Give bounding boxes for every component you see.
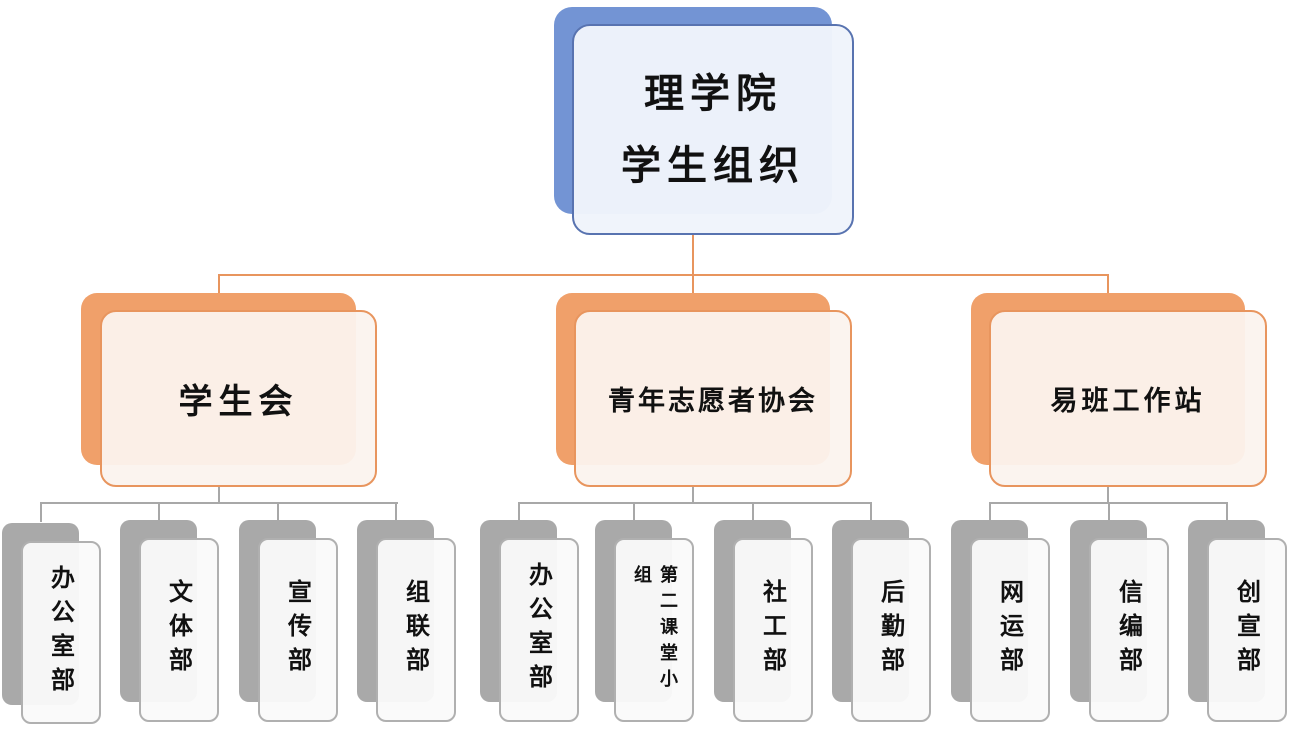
connector-dept-drop	[395, 502, 397, 522]
dept-node-card: 办公室部	[21, 541, 101, 724]
connector-dept-drop	[870, 502, 872, 522]
dept-name: 后勤部	[876, 579, 906, 681]
connector-org-2-horizontal	[518, 502, 872, 504]
connector-org-1-down	[218, 486, 220, 504]
connector-dept-drop	[1226, 502, 1228, 522]
dept-node-card: 文体部	[139, 538, 219, 722]
connector-org-2-up	[692, 274, 694, 296]
connector-dept-drop	[277, 502, 279, 522]
connector-dept-drop	[752, 502, 754, 522]
dept-node-card: 组联部	[376, 538, 456, 722]
dept-node-card: 宣传部	[258, 538, 338, 722]
root-title-line2: 学生组织	[621, 141, 805, 189]
org-node-card: 学生会	[100, 310, 377, 487]
root-node-card: 理学院 学生组织	[572, 24, 854, 235]
dept-node-card: 后勤部	[851, 538, 931, 722]
root-title-line1: 理学院	[644, 69, 782, 117]
connector-org-1-horizontal	[40, 502, 398, 504]
org-node-card: 易班工作站	[989, 310, 1267, 487]
dept-node-card: 创宣部	[1207, 538, 1287, 722]
dept-name: 信编部	[1114, 579, 1144, 681]
dept-name: 办公室部	[524, 562, 554, 698]
org-node-card: 青年志愿者协会	[574, 310, 852, 487]
connector-dept-drop	[40, 502, 42, 522]
dept-name: 办公室部	[46, 564, 76, 701]
dept-name: 宣传部	[283, 579, 313, 681]
connector-org-1-up	[218, 274, 220, 296]
org-name: 学生会	[178, 382, 299, 422]
connector-dept-drop	[989, 502, 991, 522]
org-name: 易班工作站	[1050, 386, 1206, 417]
dept-node-card: 社工部	[733, 538, 813, 722]
connector-dept-drop	[158, 502, 160, 522]
connector-root-horizontal	[218, 274, 1109, 276]
dept-name: 创宣部	[1232, 579, 1262, 681]
dept-node-card: 办公室部	[499, 538, 579, 722]
dept-name: 网运部	[995, 579, 1025, 681]
connector-dept-drop	[633, 502, 635, 522]
connector-org-3-up	[1107, 274, 1109, 296]
dept-name: 社工部	[758, 579, 788, 681]
dept-node-card: 网运部	[970, 538, 1050, 722]
connector-dept-drop	[1108, 502, 1110, 522]
dept-node-card: 信编部	[1089, 538, 1169, 722]
connector-dept-drop	[518, 502, 520, 522]
connector-org-3-down	[1107, 486, 1109, 504]
connector-root-down	[692, 234, 694, 276]
org-name: 青年志愿者协会	[608, 386, 818, 417]
connector-org-2-down	[692, 486, 694, 504]
dept-name: 组联部	[401, 579, 431, 681]
dept-name: 文体部	[164, 579, 194, 681]
dept-name: 第二课堂小组	[631, 565, 678, 695]
dept-node-card: 第二课堂小组	[614, 538, 694, 722]
